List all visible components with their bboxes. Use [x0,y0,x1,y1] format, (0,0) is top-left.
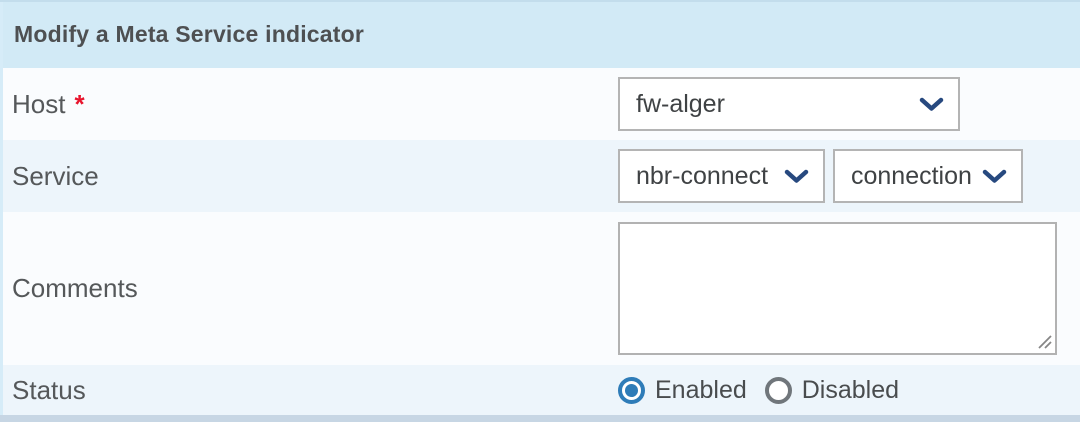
radio-button-enabled-icon[interactable] [618,376,645,404]
left-border [0,0,3,415]
host-select-value: fw-alger [636,89,725,118]
comments-label: Comments [0,273,138,304]
status-row: Status Enabled Disabled [0,365,1080,415]
metric-select-value: connection () [851,161,972,190]
metric-select[interactable]: connection () [833,149,1023,203]
required-asterisk: * [74,88,85,119]
status-option-enabled[interactable]: Enabled [618,376,747,405]
comments-textarea[interactable] [618,222,1057,355]
status-label: Status [0,375,86,406]
status-option-enabled-label: Enabled [655,375,747,404]
chevron-down-icon [784,169,809,183]
comments-textarea-wrap [618,222,1057,355]
page-title: Modify a Meta Service indicator [14,20,365,47]
form-header: Modify a Meta Service indicator [0,0,1080,68]
top-border [0,0,1080,2]
host-field: fw-alger [618,68,960,140]
service-field: nbr-connect connection () [618,140,1023,212]
status-option-disabled-label: Disabled [801,375,900,404]
host-label: Host * [0,89,85,120]
host-row: Host * fw-alger [0,68,1080,140]
chevron-down-icon [919,97,944,111]
service-label: Service [0,161,99,192]
comments-row: Comments [0,212,1080,365]
service-select-value: nbr-connect [636,161,769,190]
bottom-border [0,415,1080,422]
host-label-text: Host [12,88,66,119]
host-select[interactable]: fw-alger [618,77,960,131]
service-select[interactable]: nbr-connect [618,149,825,203]
status-radio-group: Enabled Disabled [618,376,899,405]
status-field: Enabled Disabled [618,365,899,415]
comments-field [618,212,1057,365]
status-label-text: Status [12,374,86,405]
comments-label-text: Comments [12,273,138,303]
service-row: Service nbr-connect connection () [0,140,1080,212]
radio-button-disabled-icon[interactable] [764,376,792,404]
status-option-disabled[interactable]: Disabled [764,375,900,405]
service-label-text: Service [12,160,99,191]
chevron-down-icon [982,169,1007,183]
